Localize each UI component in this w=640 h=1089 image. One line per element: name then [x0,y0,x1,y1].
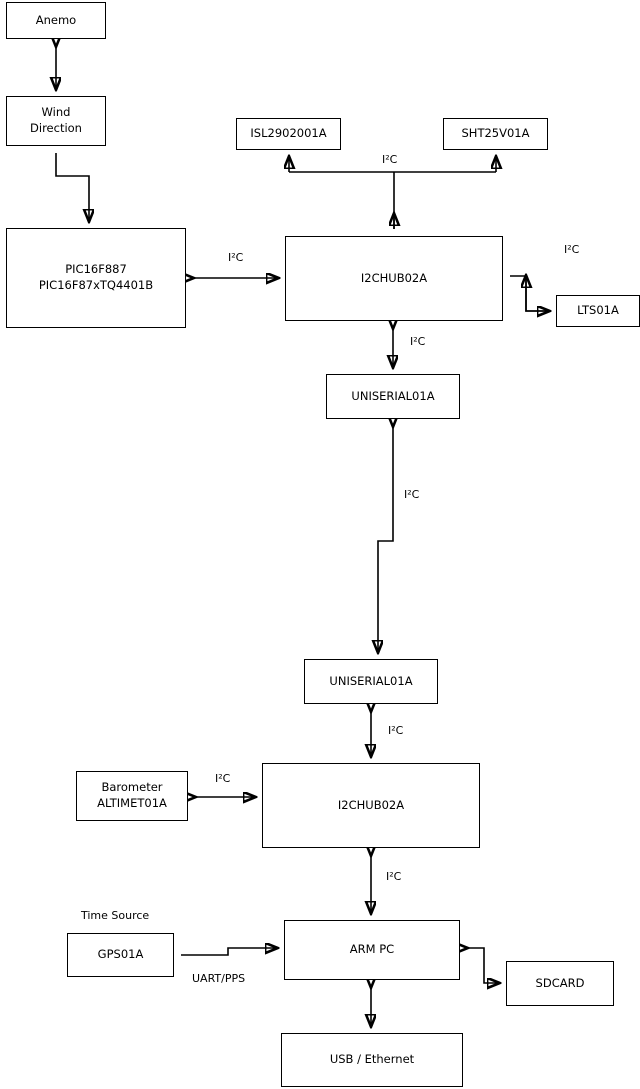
node-lts01a-label: LTS01A [577,303,619,318]
wire-hub-lts-up [526,276,549,312]
node-sht25v01a[interactable]: SHT25V01A [443,118,548,150]
wire-arm-sdcard [467,948,499,983]
node-sdcard-label: SDCARD [535,975,585,990]
node-uniserial01a-top-label: UNISERIAL01A [351,388,435,403]
edge-label-uart-pps: UART/PPS [192,972,246,985]
node-sdcard[interactable]: SDCARD [506,961,614,1006]
edge-label-i2c-top-bus: I²C [382,153,398,166]
node-barometer-label: Barometer ALTIMET01A [97,780,167,810]
node-pic[interactable]: PIC16F887 PIC16F87xTQ4401B [6,228,186,328]
node-uniserial01a-bottom[interactable]: UNISERIAL01A [304,659,438,704]
node-i2chub02a-bottom[interactable]: I2CHUB02A [262,763,480,848]
node-uniserial01a-bottom-label: UNISERIAL01A [329,673,413,688]
node-sht25v01a-label: SHT25V01A [461,126,530,141]
node-lts01a[interactable]: LTS01A [556,295,640,327]
wire-wind-pic [55,153,89,221]
wire-uniserial-link [378,426,393,652]
edge-label-i2c-long: I²C [404,488,420,501]
node-wind-direction[interactable]: Wind Direction [6,96,106,146]
edge-label-i2c-hub-uniserial: I²C [410,335,426,348]
edge-label-i2c-uniserial-hub: I²C [388,724,404,737]
node-anemo-label: Anemo [35,12,77,27]
node-anemo[interactable]: Anemo [6,2,106,39]
node-isl2902001a-label: ISL2902001A [250,126,327,141]
edge-label-i2c-barometer: I²C [215,772,231,785]
edge-label-i2c-lts: I²C [564,243,580,256]
wire-hub-lts [510,275,549,311]
node-barometer[interactable]: Barometer ALTIMET01A [76,771,188,821]
node-i2chub02a-top[interactable]: I2CHUB02A [285,236,503,321]
wire-gps-arm [181,948,277,956]
edge-label-time-source: Time Source [81,909,150,922]
node-wind-direction-label: Wind Direction [30,105,82,135]
node-gps01a[interactable]: GPS01A [67,933,174,977]
node-isl2902001a[interactable]: ISL2902001A [236,118,341,150]
edge-label-i2c-pic: I²C [228,251,244,264]
node-i2chub02a-top-label: I2CHUB02A [360,270,428,285]
node-usb-ethernet-label: USB / Ethernet [329,1052,415,1067]
node-i2chub02a-bottom-label: I2CHUB02A [337,797,405,812]
node-arm-pc[interactable]: ARM PC [284,920,460,980]
node-gps01a-label: GPS01A [97,947,144,962]
node-usb-ethernet[interactable]: USB / Ethernet [281,1033,463,1087]
node-uniserial01a-top[interactable]: UNISERIAL01A [326,374,460,419]
node-pic-label: PIC16F887 PIC16F87xTQ4401B [38,262,154,292]
node-arm-pc-label: ARM PC [349,942,395,957]
edge-label-i2c-hub-arm: I²C [386,870,402,883]
